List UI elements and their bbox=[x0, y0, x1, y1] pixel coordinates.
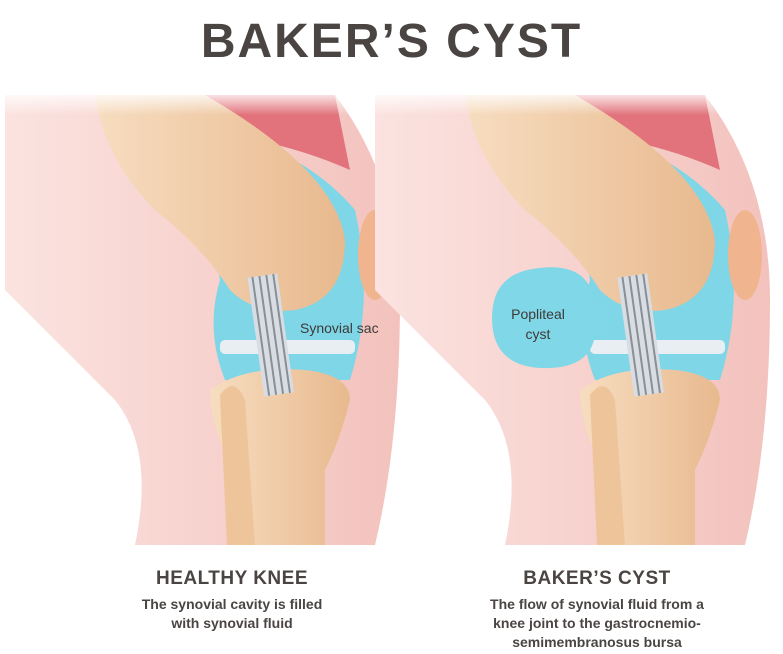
page-title: BAKER’S CYST bbox=[200, 15, 583, 68]
bakers-cyst-caption: BAKER’S CYST The flow of synovial fluid … bbox=[432, 568, 762, 652]
healthy-knee-description: The synovial cavity is filled with synov… bbox=[67, 595, 397, 633]
bakers-cyst-heading: BAKER’S CYST bbox=[523, 568, 671, 589]
popliteal-cyst-label-line: Popliteal bbox=[511, 306, 565, 322]
popliteal-cyst-shape bbox=[492, 267, 610, 369]
popliteal-cyst-label-line: cyst bbox=[525, 326, 551, 342]
healthy-knee-illustration bbox=[4, 89, 406, 546]
description-line: The synovial cavity is filled bbox=[141, 596, 323, 612]
description-line: The flow of synovial fluid from a bbox=[490, 596, 704, 612]
bakers-cyst-description: The flow of synovial fluid from a knee j… bbox=[432, 595, 762, 652]
synovial-sac-label: Synovial sac bbox=[300, 320, 379, 336]
healthy-knee-heading: HEALTHY KNEE bbox=[155, 568, 309, 589]
description-line: semimembranosus bursa bbox=[512, 634, 682, 650]
popliteal-cyst-label: Popliteal cyst bbox=[498, 304, 578, 344]
description-line: knee joint to the gastrocnemio- bbox=[493, 615, 701, 631]
description-line: with synovial fluid bbox=[171, 615, 293, 631]
healthy-knee-caption: HEALTHY KNEE The synovial cavity is fill… bbox=[67, 568, 397, 633]
